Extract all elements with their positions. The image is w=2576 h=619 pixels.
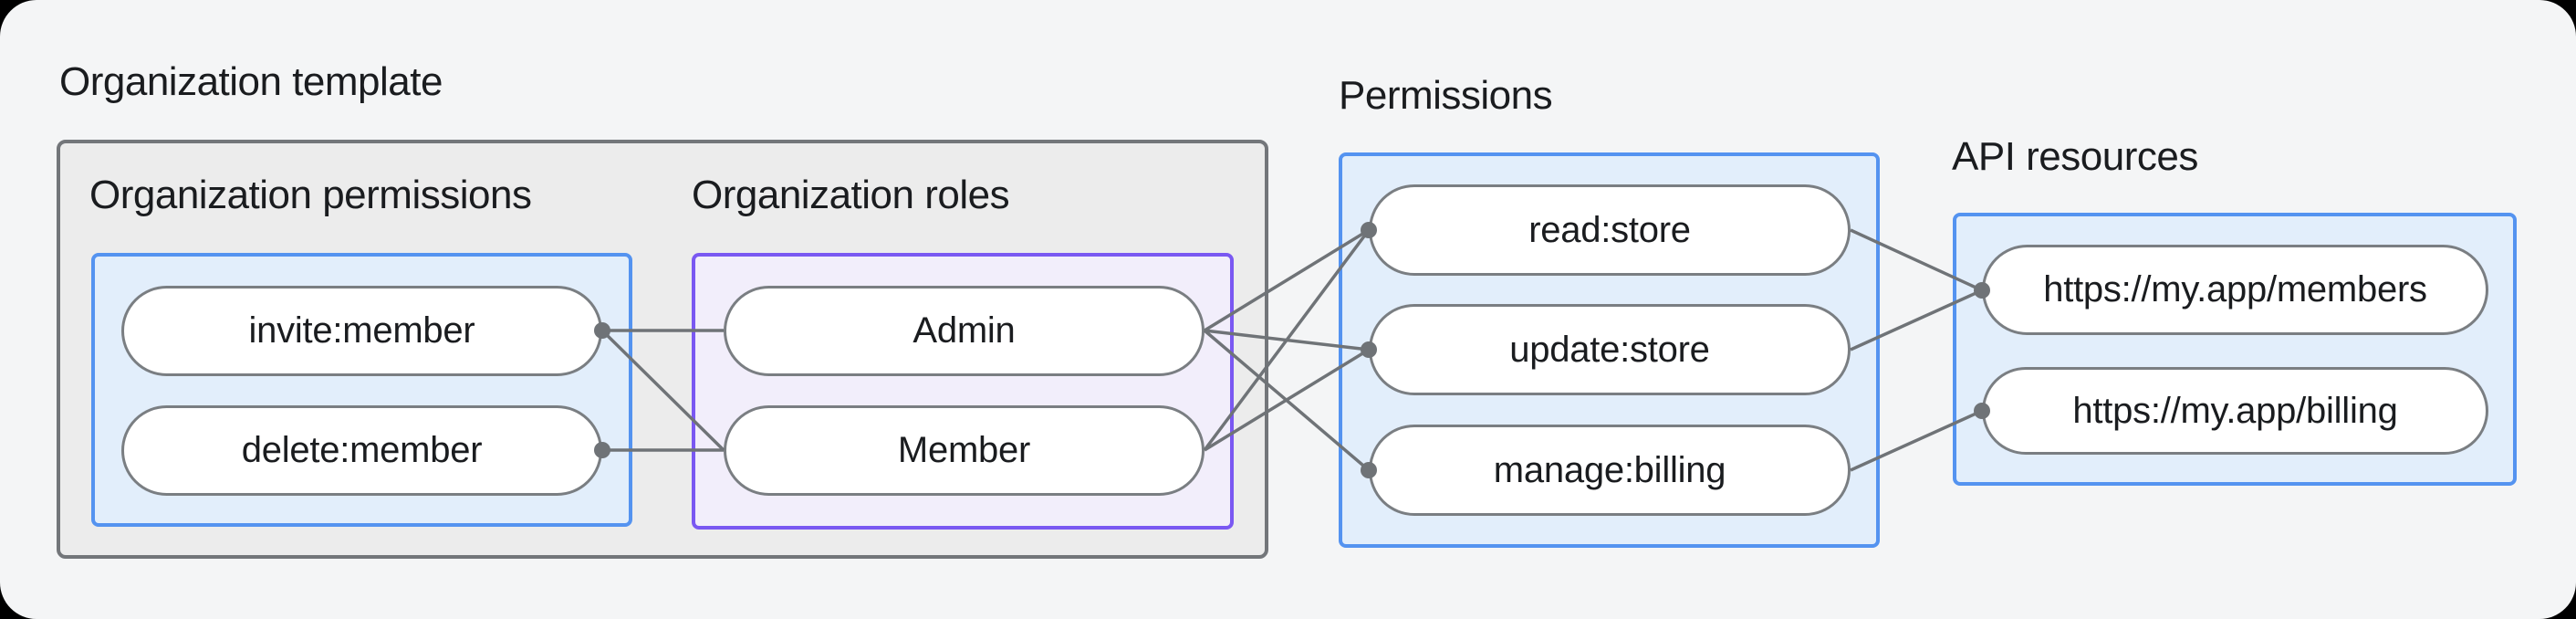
api-resources-label: API resources xyxy=(1952,134,2198,179)
organization-roles-label: Organization roles xyxy=(692,173,1010,217)
node-manage-billing: manage:billing xyxy=(1369,425,1851,516)
node-admin-role: Admin xyxy=(724,286,1205,376)
permissions-label: Permissions xyxy=(1339,73,1553,118)
node-invite-member: invite:member xyxy=(121,286,602,376)
organization-permissions-label: Organization permissions xyxy=(89,173,532,217)
organization-template-label: Organization template xyxy=(59,59,443,104)
node-read-store: read:store xyxy=(1369,184,1851,276)
node-member-role: Member xyxy=(724,405,1205,496)
node-delete-member: delete:member xyxy=(121,405,602,496)
node-update-store: update:store xyxy=(1369,304,1851,395)
node-api-members-url: https://my.app/members xyxy=(1982,245,2488,335)
node-api-billing-url: https://my.app/billing xyxy=(1982,367,2488,455)
